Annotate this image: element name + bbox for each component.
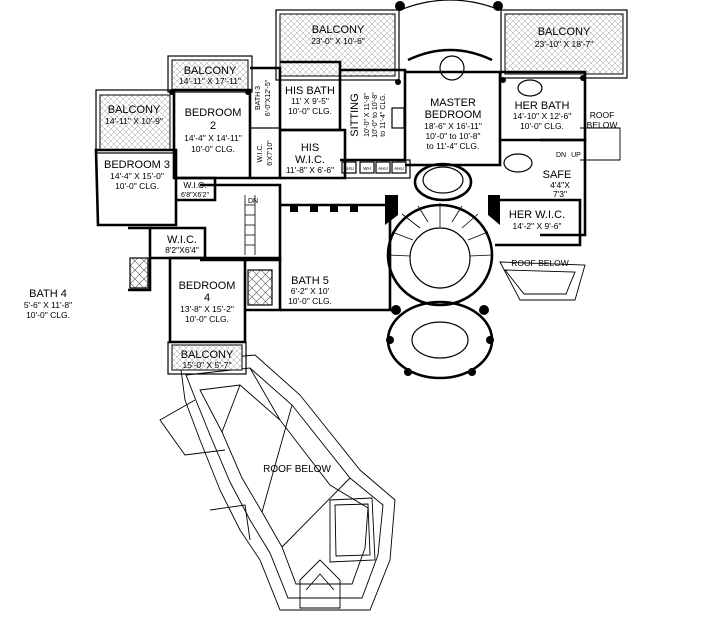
room-ceiling-1: 10'-0" to 10'-8"	[425, 131, 480, 141]
room-dims: 23'-0" X 10'-6"	[311, 36, 365, 46]
room-ceiling: 10'-0" CLG.	[115, 181, 159, 191]
room-dims: 14'-4" X 15'-0"	[110, 171, 164, 181]
room-ceiling: 10'-0" CLG.	[288, 106, 332, 116]
appliance-label: AHU	[378, 166, 388, 171]
room-ceiling: 10'-0" CLG.	[185, 314, 229, 324]
room-name: MASTER	[430, 97, 476, 109]
room-balcony-bottom: BALCONY 15'-0" X 5'-7"	[181, 349, 234, 370]
room-dims: 14'-11" X 10'-9"	[105, 116, 163, 126]
room-ceiling-1: 10'-0" to 10'-8"	[372, 92, 379, 138]
appliance-label: AHU	[344, 166, 354, 171]
room-ceiling: 10'-0" CLG.	[520, 121, 564, 131]
room-dims: 6'-0"X12'-5"	[265, 79, 272, 116]
room-name: SITTING	[349, 93, 361, 136]
room-his-bath: HIS BATH 11' X 9'-5" 10'-0" CLG.	[285, 85, 335, 116]
room-wic-bed4: W.I.C. 8'2"X6'4"	[165, 234, 199, 255]
room-name: HER W.I.C.	[509, 209, 565, 221]
room-bedroom-3: BEDROOM 3 14'-4" X 15'-0" 10'-0" CLG.	[104, 159, 170, 191]
room-her-bath: HER BATH 14'-10" X 12'-6" 10'-0" CLG.	[513, 100, 571, 131]
room-dims: 15'-0" X 5'-7"	[183, 360, 232, 370]
appliance-row: AHU WH AHU AHU	[341, 161, 407, 174]
room-ceiling: 10'-0" CLG.	[288, 296, 332, 306]
room-dims: 6'X7'10"	[267, 140, 274, 166]
room-dims: 18'-6" X 16'-11"	[424, 121, 482, 131]
room-dims: 11'-8" X 6'-6"	[286, 165, 334, 175]
room-dims: 6'8"X6'2"	[181, 192, 209, 199]
room-safe: SAFE 4'4"X 7'3"	[543, 169, 572, 199]
room-dims: 14'-10" X 12'-6"	[513, 111, 571, 121]
room-sitting: SITTING 10'-0" X 11'-8" 10'-0" to 10'-8"…	[349, 92, 387, 138]
lower-roof	[159, 354, 396, 611]
roof-below-label-center: ROOF BELOW	[511, 258, 569, 268]
room-dims: 6'-2" X 10'	[291, 286, 330, 296]
room-balcony-top-center: BALCONY 23'-0" X 10'-6"	[311, 24, 365, 46]
central-rotunda	[385, 0, 503, 380]
room-name: W.I.C.	[183, 180, 206, 190]
room-ceiling: 10'-0" CLG.	[191, 144, 235, 154]
walls	[94, 60, 587, 344]
room-dims: 10'-0" X 11'-8"	[364, 93, 371, 137]
appliance-label: WH	[363, 166, 371, 171]
room-dims: 14'-4" X 14'-11"	[184, 133, 242, 143]
room-name: BEDROOM	[185, 107, 242, 119]
appliance-label: AHU	[394, 166, 404, 171]
room-number: 2	[210, 120, 216, 132]
room-his-wic: HIS W.I.C. 11'-8" X 6'-6"	[286, 142, 334, 175]
safe-dn-label: DN	[556, 152, 566, 159]
room-name: BATH 4	[29, 288, 67, 300]
room-name: BALCONY	[108, 104, 161, 116]
room-bath-5: BATH 5 6'-2" X 10' 10'-0" CLG.	[288, 275, 332, 306]
room-bedroom-2: BEDROOM 2 14'-4" X 14'-11" 10'-0" CLG.	[184, 107, 242, 154]
stair-dn-label: DN	[248, 198, 258, 205]
room-master-bedroom: MASTER BEDROOM 18'-6" X 16'-11" 10'-0" t…	[424, 97, 482, 151]
room-name: BALCONY	[538, 26, 591, 38]
room-dims: 8'2"X6'4"	[165, 245, 199, 255]
room-dims: 23'-10" X 18'-7"	[535, 39, 593, 49]
room-dims-2: 7'3"	[553, 189, 567, 199]
room-wic-bed3: W.I.C. 6'8"X6'2"	[181, 180, 209, 199]
room-balcony-top-right: BALCONY 23'-10" X 18'-7"	[535, 26, 593, 49]
room-name: HER BATH	[515, 100, 570, 112]
room-balcony-bed2: BALCONY 14'-11" X 17'-11"	[179, 65, 241, 86]
room-name: BEDROOM	[179, 280, 236, 292]
room-name: W.I.C.	[167, 234, 197, 246]
room-her-wic: HER W.I.C. 14'-2" X 9'-6"	[509, 209, 565, 231]
room-dims: 14'-2" X 9'-6"	[513, 221, 562, 231]
room-name: BALCONY	[181, 349, 234, 361]
roof-below-label-right-2: BELOW	[587, 120, 618, 130]
room-name: BATH 3	[255, 86, 262, 110]
room-ceiling-2: to 11'-4" CLG.	[380, 93, 387, 136]
room-dims: 13'-8" X 15'-2"	[180, 304, 234, 314]
room-ceiling: 10'-0" CLG.	[26, 310, 70, 320]
room-dims: 4'4"X	[550, 180, 570, 190]
room-name: BALCONY	[184, 65, 237, 77]
room-wic-bed2: W.I.C. 6'X7'10"	[257, 140, 274, 166]
room-bath-4: BATH 4 5'-6" X 11'-8" 10'-0" CLG.	[24, 288, 72, 320]
room-name-2: W.I.C.	[295, 154, 325, 166]
room-name: BATH 5	[291, 275, 329, 287]
safe-up-label: UP	[571, 152, 581, 159]
roof-below-label-main: ROOF BELOW	[263, 464, 331, 475]
room-dims: 11' X 9'-5"	[291, 96, 329, 106]
room-bath-3: BATH 3 6'-0"X12'-5"	[255, 79, 272, 116]
room-name: SAFE	[543, 169, 572, 181]
room-bedroom-4: BEDROOM 4 13'-8" X 15'-2" 10'-0" CLG.	[179, 280, 236, 324]
room-balcony-left: BALCONY 14'-11" X 10'-9"	[105, 104, 163, 126]
room-name: BEDROOM 3	[104, 159, 170, 171]
room-name: BALCONY	[312, 24, 365, 36]
roof-right	[499, 127, 621, 301]
room-dims: 14'-11" X 17'-11"	[179, 76, 241, 86]
room-dims: 5'-6" X 11'-8"	[24, 300, 72, 310]
balconies	[95, 9, 628, 375]
room-ceiling-2: to 11'-4" CLG.	[427, 141, 480, 151]
room-name-2: BEDROOM	[425, 109, 482, 121]
room-number: 4	[204, 292, 210, 304]
roof-below-label-right: ROOF	[590, 110, 615, 120]
room-name: HIS	[301, 142, 319, 154]
room-name: HIS BATH	[285, 85, 335, 97]
room-name: W.I.C.	[257, 143, 264, 162]
